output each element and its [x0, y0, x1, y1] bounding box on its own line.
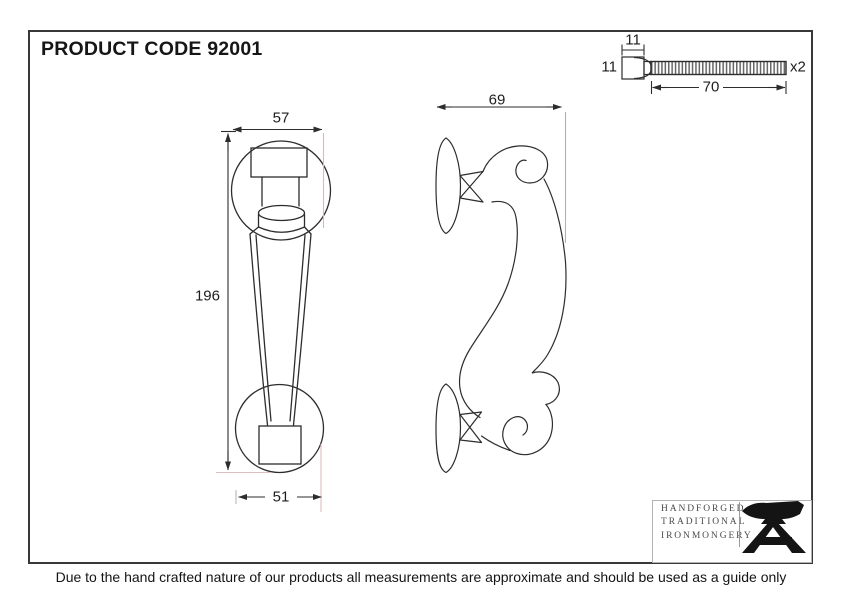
dim-side-depth: 69	[488, 91, 506, 109]
dim-front-top-width: 57	[272, 109, 290, 127]
dim-screw-length: 70	[702, 78, 720, 96]
screw-drawing	[621, 56, 787, 80]
side-view-dimension-lines	[436, 104, 567, 243]
drawing-frame	[28, 30, 813, 564]
anvil-icon	[742, 501, 806, 553]
dim-screw-head-width: 11	[625, 31, 641, 49]
dim-front-bottom-width: 51	[272, 488, 290, 506]
product-code-title: PRODUCT CODE 92001	[41, 38, 263, 60]
dim-front-height: 196	[194, 287, 220, 305]
brand-tagline: HANDFORGED TRADITIONAL IRONMONGERY	[661, 503, 753, 543]
brand-tagline-line1: HANDFORGED	[661, 504, 746, 514]
front-view-drawing	[230, 140, 332, 474]
brand-divider	[739, 502, 740, 547]
brand-tagline-line2: TRADITIONAL	[661, 517, 747, 528]
disclaimer-text: Due to the hand crafted nature of our pr…	[55, 569, 787, 585]
side-view-drawing	[435, 137, 567, 474]
screw-dimension-lines	[621, 44, 787, 94]
screw-quantity-label: x2	[790, 58, 806, 76]
dim-screw-head-height: 11	[601, 58, 617, 76]
brand-tagline-line3: IRONMONGERY	[661, 530, 753, 541]
front-view-dimension-lines	[216, 126, 325, 512]
